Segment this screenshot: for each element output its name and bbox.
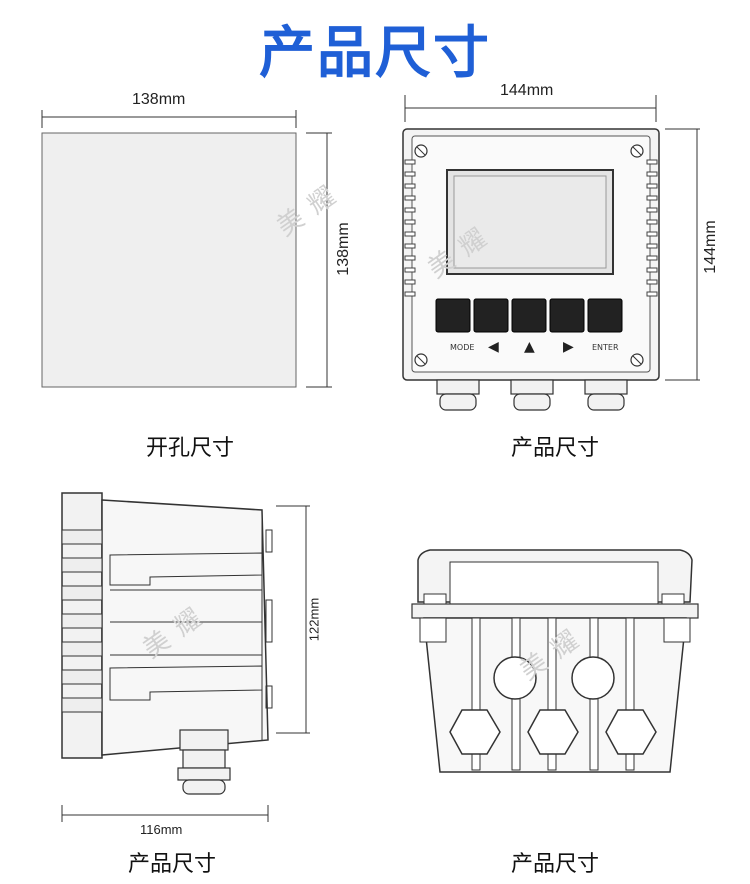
front-drawing	[402, 95, 700, 411]
side-height-label: 122mm	[306, 597, 322, 642]
side-caption: 产品尺寸	[127, 852, 216, 877]
mode-key-label: MODE	[450, 343, 475, 352]
front-height-label: 144mm	[702, 220, 719, 274]
up-arrow-icon: ▲	[524, 339, 535, 355]
enter-key-label: ENTER	[592, 343, 619, 352]
page-title: 产品尺寸	[259, 21, 491, 86]
side-drawing	[61, 492, 310, 822]
cutout-drawing	[41, 110, 332, 388]
right-arrow-icon: ▶	[563, 339, 574, 355]
front-width-label: 144mm	[500, 82, 554, 99]
front-caption: 产品尺寸	[510, 436, 599, 461]
cutout-caption: 开孔尺寸	[145, 436, 234, 461]
left-arrow-icon: ◀	[488, 339, 499, 355]
bottom-drawing	[411, 549, 699, 773]
bottom-caption: 产品尺寸	[510, 852, 599, 877]
cutout-width-label: 138mm	[132, 91, 186, 108]
cutout-height-label: 138mm	[335, 222, 352, 276]
side-depth-label: 116mm	[140, 822, 183, 837]
